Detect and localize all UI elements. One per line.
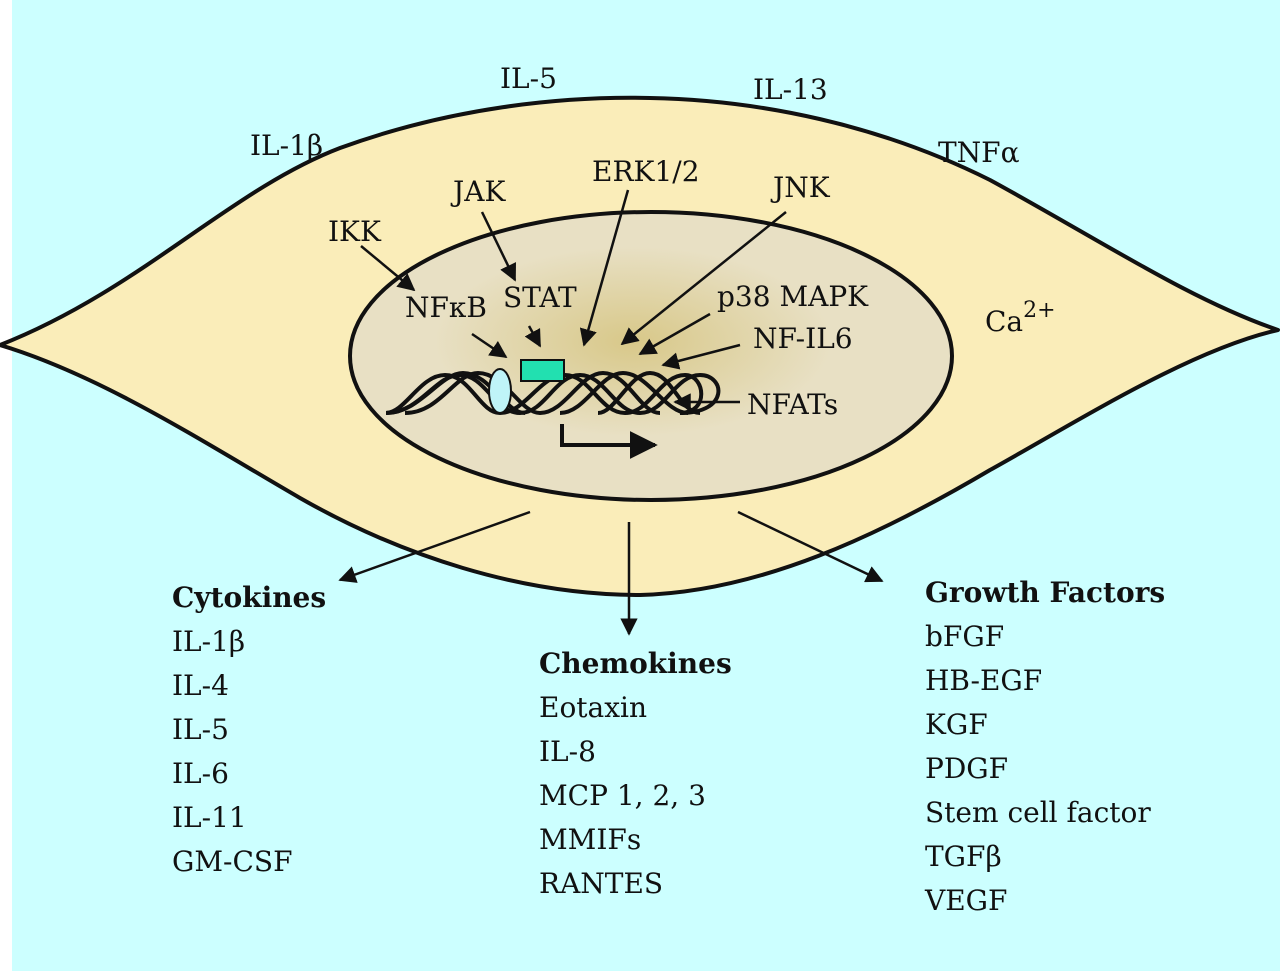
growth-factors-list: Growth Factors bFGF HB-EGF KGF PDGF Stem… xyxy=(925,575,1165,927)
label-erk: ERK1/2 xyxy=(592,155,700,188)
dna-helix-strands xyxy=(385,370,701,415)
list-item: GM-CSF xyxy=(172,845,293,878)
label-jnk: JNK xyxy=(773,171,830,204)
cytokines-heading: Cytokines xyxy=(172,581,327,614)
label-il1b: IL-1β xyxy=(250,129,324,162)
arrow-stat-to-box xyxy=(524,325,542,348)
cytokines-list: Cytokines IL-1β IL-4 IL-5 IL-6 IL-11 GM-… xyxy=(172,580,326,888)
list-item: IL-5 xyxy=(172,713,229,746)
label-jak: JAK xyxy=(453,175,506,208)
label-il13: IL-13 xyxy=(753,73,828,106)
label-p38-mapk: p38 MAPK xyxy=(717,280,869,313)
calcium-symbol: Ca xyxy=(985,305,1024,338)
list-item: IL-6 xyxy=(172,757,229,790)
list-item: IL-11 xyxy=(172,801,247,834)
calcium-charge: 2+ xyxy=(1023,298,1056,323)
label-tnfa: TNFα xyxy=(938,136,1020,169)
chemokines-heading: Chemokines xyxy=(539,647,732,680)
list-item: TGFβ xyxy=(925,840,1002,873)
arrow-nfil6-to-dna xyxy=(661,343,741,370)
list-item: Eotaxin xyxy=(539,691,648,724)
growth-factors-heading: Growth Factors xyxy=(925,576,1166,609)
list-item: IL-1β xyxy=(172,625,246,658)
list-item: Stem cell factor xyxy=(925,796,1151,829)
list-item: MCP 1, 2, 3 xyxy=(539,779,706,812)
label-stat: STAT xyxy=(503,281,577,314)
label-nfkb: NFκB xyxy=(405,291,488,324)
nfkb-binding-oval xyxy=(488,368,512,414)
list-item: IL-8 xyxy=(539,735,596,768)
nucleus xyxy=(348,210,954,502)
list-item: KGF xyxy=(925,708,988,741)
arrow-to-cytokines xyxy=(338,510,531,583)
label-nfats: NFATs xyxy=(747,388,839,421)
list-item: RANTES xyxy=(539,867,664,900)
stat-binding-box xyxy=(520,359,565,382)
list-item: HB-EGF xyxy=(925,664,1043,697)
chemokines-list: Chemokines Eotaxin IL-8 MCP 1, 2, 3 MMIF… xyxy=(539,646,732,910)
label-nf-il6: NF-IL6 xyxy=(753,322,853,355)
arrow-p38-to-dna xyxy=(638,312,711,356)
list-item: PDGF xyxy=(925,752,1009,785)
arrow-ikk-to-nfkb xyxy=(360,245,416,292)
label-il5: IL-5 xyxy=(500,62,557,95)
list-item: MMIFs xyxy=(539,823,642,856)
arrow-jak-to-stat xyxy=(480,211,517,282)
arrow-erk-to-dna xyxy=(579,189,630,347)
list-item: IL-4 xyxy=(172,669,229,702)
transcription-start-arrow xyxy=(560,424,658,459)
list-item: bFGF xyxy=(925,620,1005,653)
label-calcium: Ca2+ xyxy=(985,300,1056,338)
arrow-nfkb-to-oval xyxy=(471,332,508,359)
arrow-jnk-to-dna xyxy=(620,211,787,346)
arrow-to-growth-factors xyxy=(737,510,884,583)
list-item: VEGF xyxy=(925,884,1008,917)
label-ikk: IKK xyxy=(328,215,381,248)
